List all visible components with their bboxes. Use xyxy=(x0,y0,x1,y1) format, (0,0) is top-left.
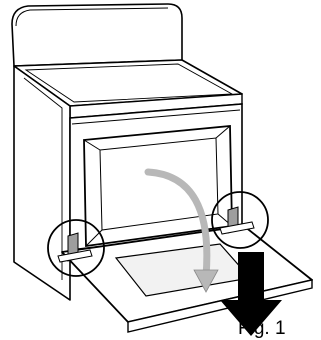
backguard-panel xyxy=(12,4,182,66)
figure-label: Fig. 1 xyxy=(238,318,286,340)
